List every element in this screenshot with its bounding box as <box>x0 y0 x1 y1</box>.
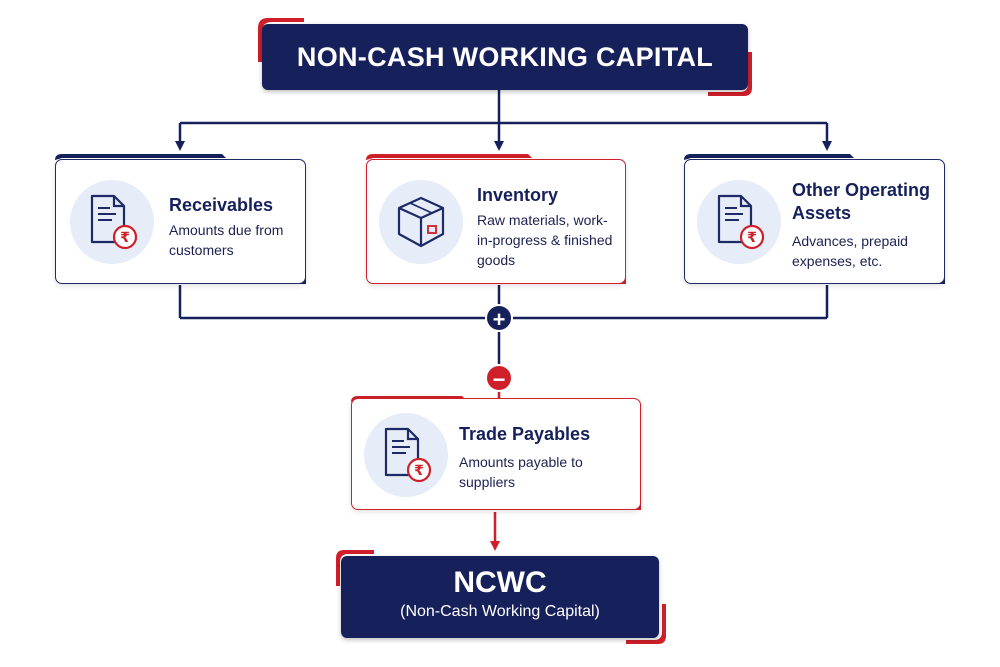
inventory-desc: Raw materials, work-in-progress & finish… <box>477 212 613 268</box>
ncwc-accent-bottomright <box>626 604 666 644</box>
receivables-accent-top <box>55 154 226 160</box>
svg-text:₹: ₹ <box>120 230 130 246</box>
plus-operator: + <box>485 304 513 332</box>
trade-payables-title: Trade Payables <box>459 424 591 444</box>
inventory-accent-top <box>366 154 532 160</box>
other-assets-card: ₹ Other Operating Assets Advances, prepa… <box>684 159 945 284</box>
ncwc-accent-topleft <box>336 550 374 586</box>
ncwc-box: NCWC (Non-Cash Working Capital) <box>341 556 659 638</box>
invoice-rupee-icon: ₹ <box>90 194 138 250</box>
other-accent-top <box>684 154 854 160</box>
trade-payables-card: ₹ Trade Payables Amounts payable to supp… <box>351 398 641 510</box>
other-assets-icon-circle: ₹ <box>697 180 781 264</box>
trade-payables-desc: Amounts payable to suppliers <box>459 454 583 490</box>
other-assets-title: Other Operating Assets <box>792 180 931 223</box>
title-accent-bottomright <box>708 52 752 96</box>
trade-payables-icon-circle: ₹ <box>364 413 448 497</box>
receivables-desc: Amounts due from customers <box>169 222 284 258</box>
inventory-card: Inventory Raw materials, work-in-progres… <box>366 159 626 284</box>
other-assets-desc: Advances, prepaid expenses, etc. <box>792 233 908 269</box>
title-box: NON-CASH WORKING CAPITAL <box>262 24 748 90</box>
ncwc-title: NCWC <box>453 566 547 599</box>
title-accent-topleft <box>258 18 304 62</box>
receivables-card: ₹ Receivables Amounts due from customers <box>55 159 306 284</box>
box-icon <box>397 196 445 248</box>
minus-operator: − <box>485 364 513 392</box>
svg-text:₹: ₹ <box>414 463 424 479</box>
svg-text:₹: ₹ <box>747 230 757 246</box>
ncwc-subtitle: (Non-Cash Working Capital) <box>400 603 600 620</box>
title-text: NON-CASH WORKING CAPITAL <box>296 42 714 72</box>
receivables-icon-circle: ₹ <box>70 180 154 264</box>
receivables-title: Receivables <box>169 195 274 215</box>
inventory-icon-circle <box>379 180 463 264</box>
inventory-title: Inventory <box>477 185 559 205</box>
invoice-rupee-icon: ₹ <box>384 427 432 483</box>
invoice-rupee-icon: ₹ <box>717 194 765 250</box>
